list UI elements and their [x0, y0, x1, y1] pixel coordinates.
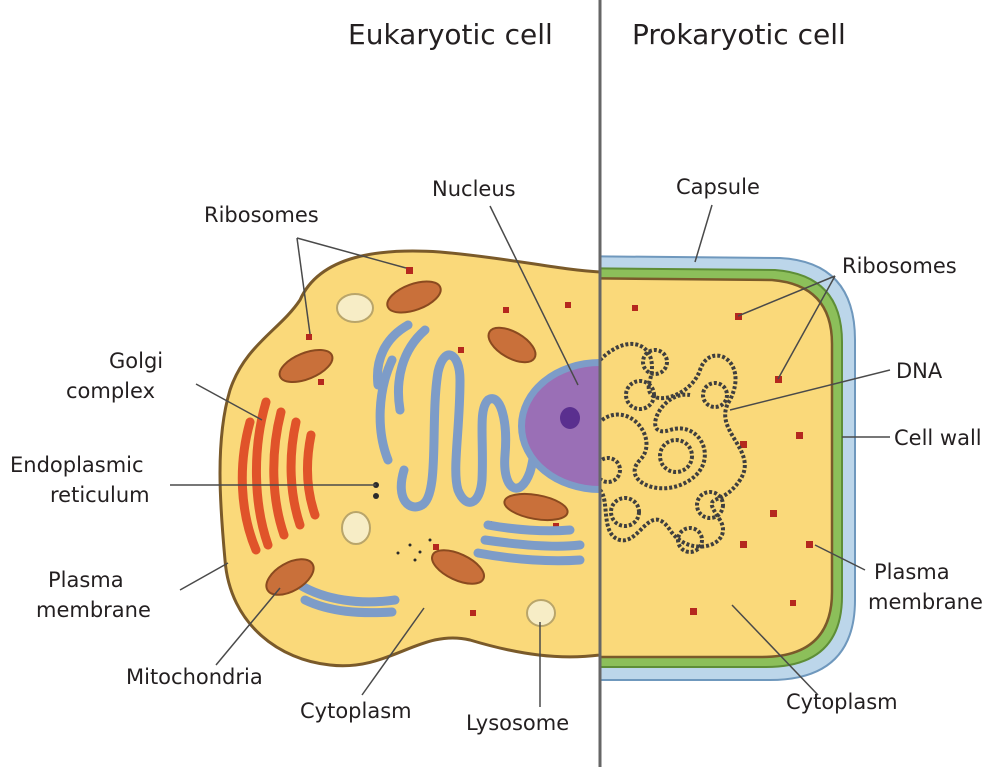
prokaryotic-cell-title: Prokaryotic cell	[632, 18, 846, 51]
nucleolus	[560, 407, 580, 429]
label-mitochondria: Mitochondria	[126, 665, 263, 689]
eukaryotic-cell-title: Eukaryotic cell	[348, 18, 553, 51]
label-lysosome: Lysosome	[466, 711, 569, 735]
label-prokaryotic-plasma-line2: membrane	[868, 590, 983, 614]
label-nucleus: Nucleus	[432, 177, 516, 201]
label-prokaryotic-ribosomes: Ribosomes	[842, 254, 957, 278]
label-eukaryotic-plasma-line1: Plasma	[48, 568, 124, 592]
label-prokaryotic-cytoplasm: Cytoplasm	[786, 690, 898, 714]
label-dna: DNA	[896, 359, 943, 383]
label-capsule: Capsule	[676, 175, 760, 199]
label-er-line1: Endoplasmic	[10, 453, 144, 477]
label-eukaryotic-ribosomes: Ribosomes	[204, 203, 319, 227]
label-eukaryotic-plasma-line2: membrane	[36, 598, 151, 622]
label-prokaryotic-plasma-line1: Plasma	[874, 560, 950, 584]
label-cell-wall: Cell wall	[894, 426, 982, 450]
label-er-line2: reticulum	[50, 483, 150, 507]
label-golgi-line1: Golgi	[109, 349, 163, 373]
label-eukaryotic-cytoplasm: Cytoplasm	[300, 699, 412, 723]
label-golgi-line2: complex	[66, 379, 155, 403]
